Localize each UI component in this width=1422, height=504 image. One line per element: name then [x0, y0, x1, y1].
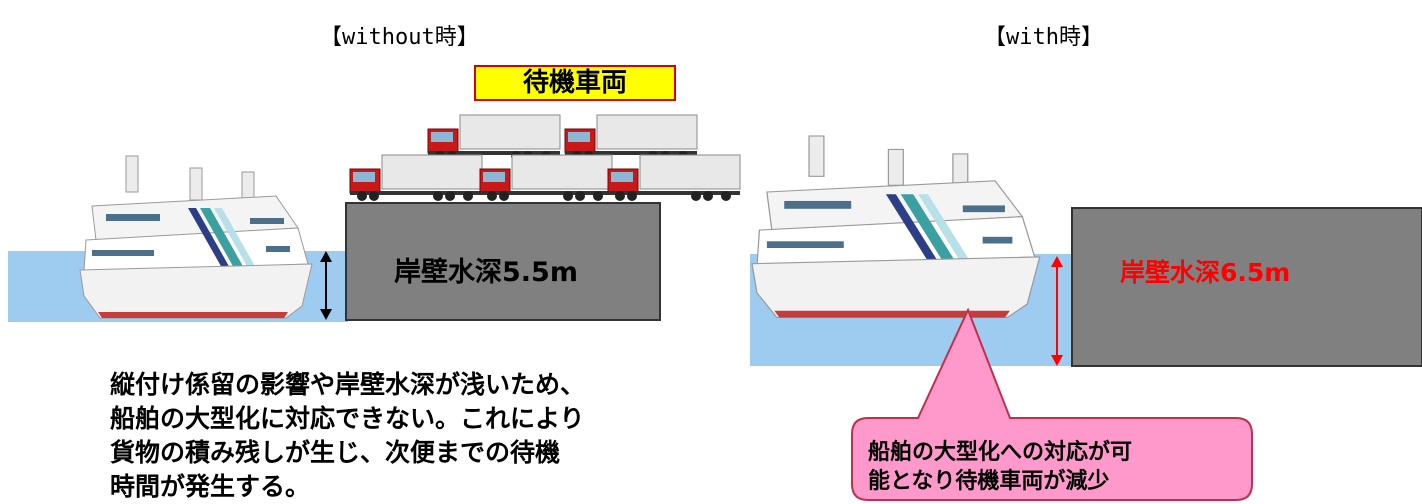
- description-without: 縦付け係留の影響や岸壁水深が浅いため、 船舶の大型化に対応できない。これにより …: [110, 368, 585, 504]
- description-line: 船舶の大型化に対応できない。これにより: [110, 404, 585, 433]
- heading-with: 【with時】: [984, 25, 1103, 50]
- callout-bubble: [851, 307, 1253, 501]
- callout-text: 船舶の大型化への対応が可 能となり待機車両が減少: [868, 438, 1132, 496]
- truck: [349, 154, 483, 202]
- heading-without: 【without時】: [320, 25, 479, 50]
- callout-line: 能となり待機車両が減少: [868, 469, 1110, 494]
- truck: [564, 114, 698, 162]
- description-line: 縦付け係留の影響や岸壁水深が浅いため、: [110, 370, 586, 399]
- ferry-ship-left: [79, 155, 313, 319]
- truck: [427, 114, 561, 162]
- quay-depth-label-without: 岸壁水深5.5m: [394, 257, 578, 288]
- description-line: 貨物の積み残しが生じ、次便までの待機: [110, 438, 561, 467]
- waiting-vehicles-label: 待機車両: [474, 65, 676, 101]
- depth-arrow-left: [320, 251, 332, 320]
- quay-left: [345, 202, 661, 321]
- description-line: 時間が発生する。: [110, 472, 311, 501]
- truck: [479, 154, 613, 202]
- waiting-trucks: [349, 114, 741, 202]
- ferry-ship-right: [751, 135, 1041, 319]
- depth-arrow-right: [1051, 256, 1063, 366]
- quay-right: [1071, 207, 1422, 367]
- callout-line: 船舶の大型化への対応が可: [868, 440, 1133, 465]
- truck: [607, 154, 741, 202]
- quay-depth-label-with: 岸壁水深6.5m: [1120, 258, 1291, 287]
